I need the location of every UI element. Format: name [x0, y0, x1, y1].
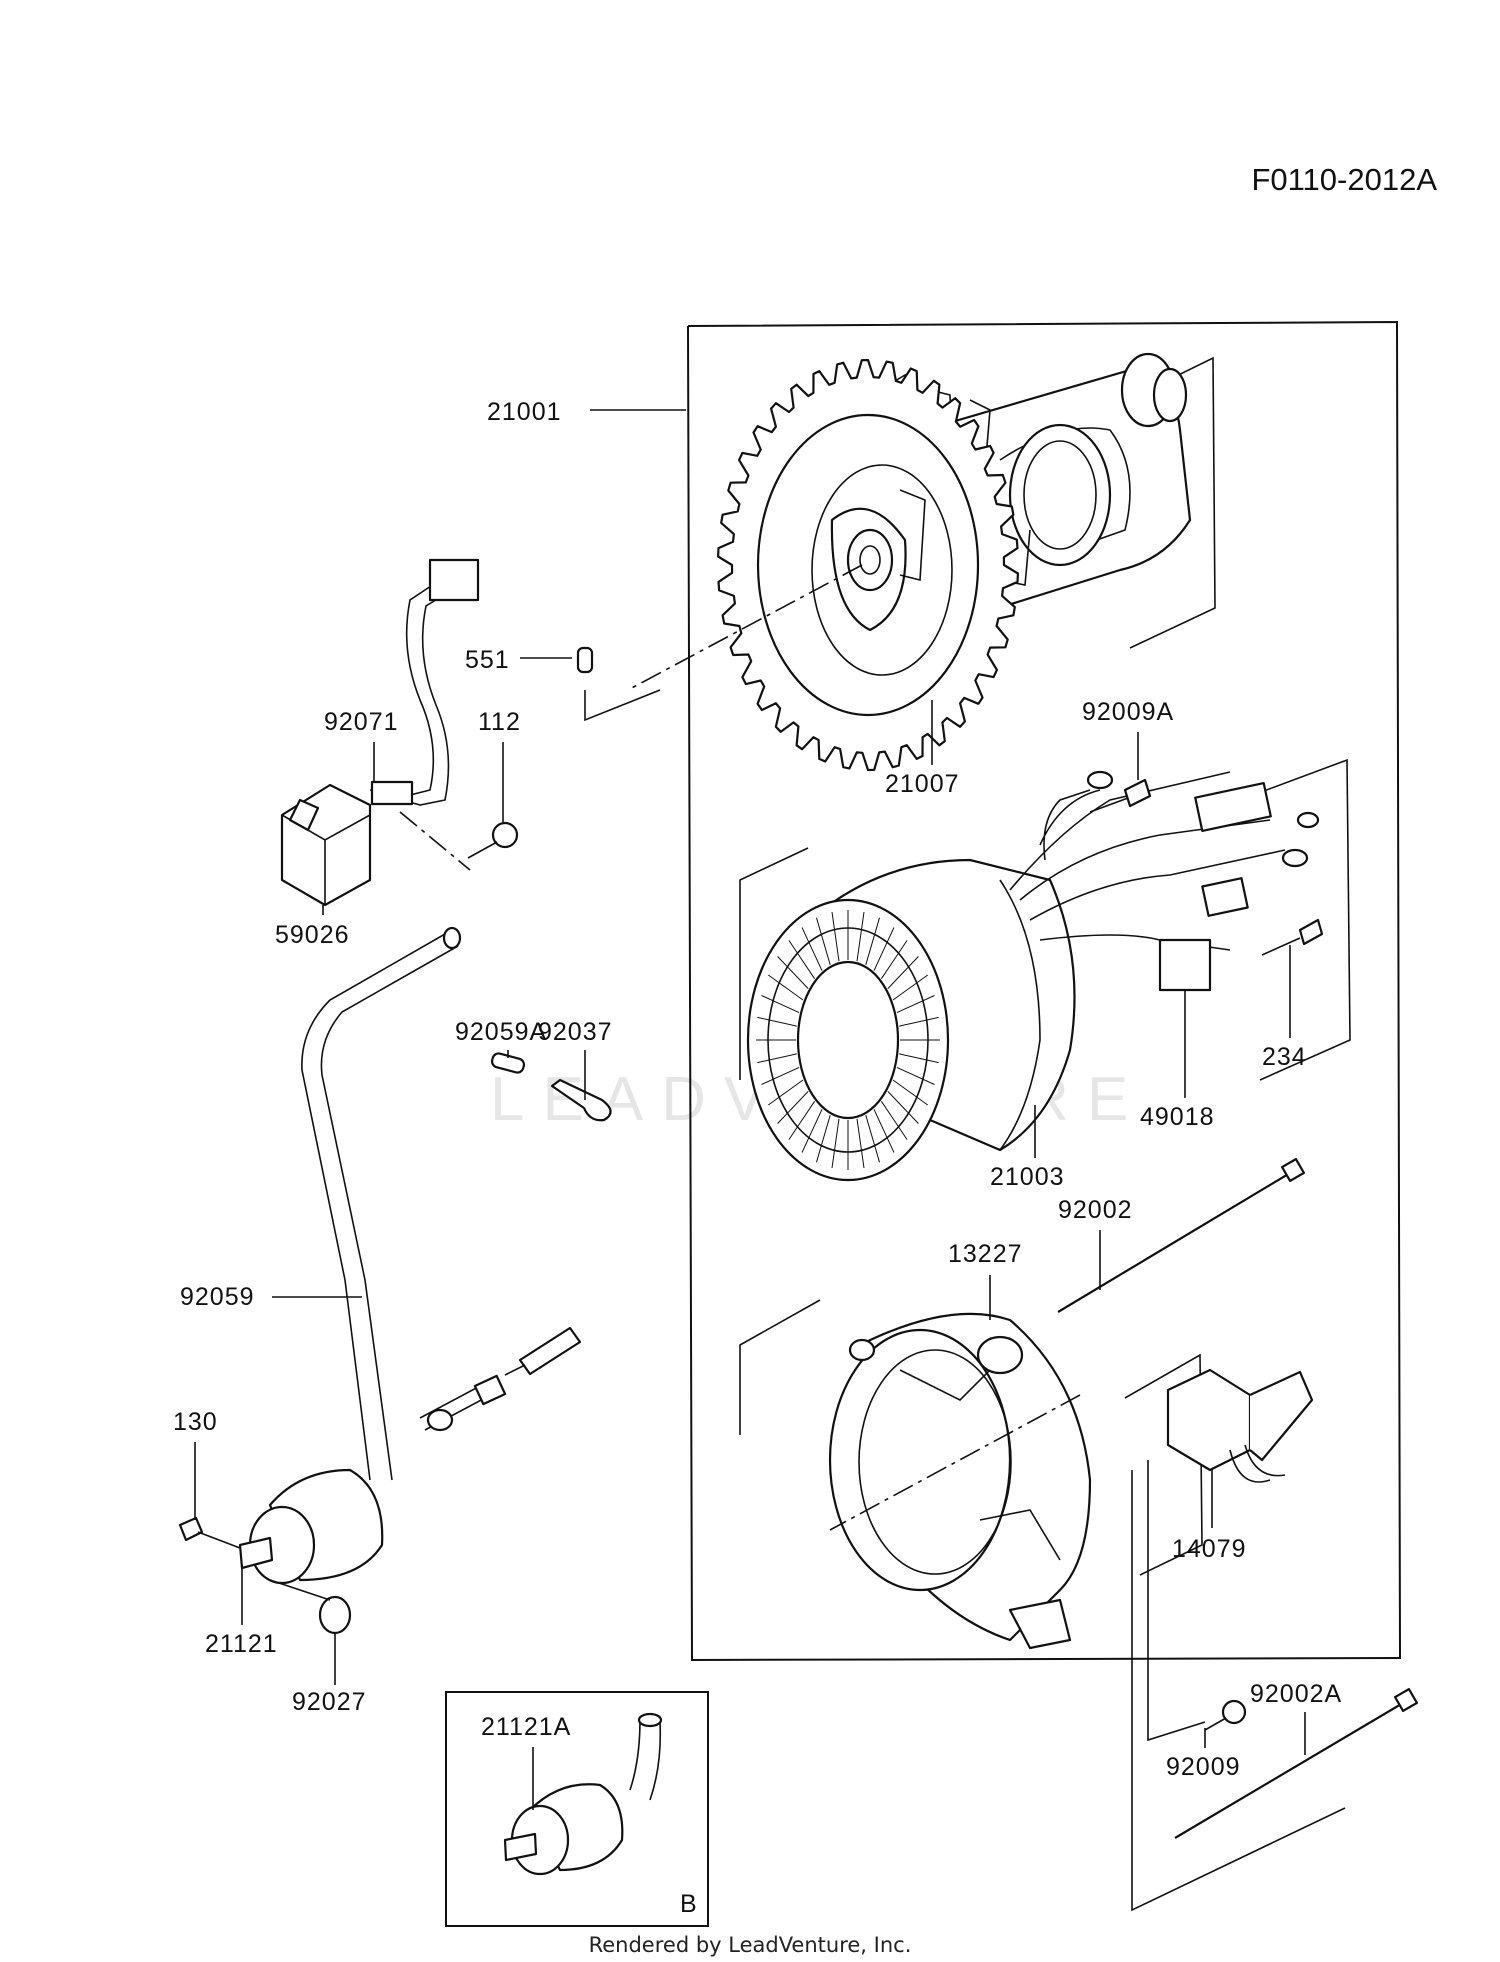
- rotor-21007-drawing: [627, 352, 1216, 772]
- stator-winding-line: [873, 927, 895, 971]
- leader-lines: [194, 409, 1306, 1810]
- regulator-59026-drawing: [280, 558, 661, 907]
- solenoid-21121-drawing: [178, 926, 612, 1635]
- stator-winding-line: [880, 940, 908, 979]
- stator-21003-drawing: [739, 758, 1351, 1182]
- diagram-code: F0110-2012A: [1251, 162, 1437, 197]
- stator-winding-line: [873, 1109, 895, 1153]
- housing-13227-drawing: [739, 1299, 1203, 1650]
- part-label-49018: 49018: [1140, 1103, 1215, 1131]
- stator-winding-line: [788, 940, 816, 979]
- stator-winding-line: [777, 956, 809, 989]
- inset-box-b: [445, 1691, 709, 1927]
- stator-winding-line: [761, 995, 800, 1014]
- part-label-21121a: 21121A: [481, 1713, 571, 1741]
- stator-winding-line: [899, 1053, 939, 1064]
- part-label-92059: 92059: [180, 1283, 255, 1311]
- part-label-92059a: 92059A: [455, 1018, 547, 1046]
- stator-winding-line: [896, 1066, 935, 1085]
- stator-winding-line: [768, 974, 804, 1001]
- part-label-92027: 92027: [292, 1688, 367, 1716]
- footer-credit: Rendered by LeadVenture, Inc.: [589, 1933, 912, 1957]
- stator-winding-line: [816, 917, 831, 965]
- part-label-59026: 59026: [275, 921, 350, 949]
- stator-winding-line: [761, 1066, 800, 1085]
- stator-winding-line: [880, 1101, 908, 1140]
- part-labels: 21001 551 21007 92071 112 59026 92009A 234 49018…: [173, 398, 1342, 1781]
- part-label-130: 130: [173, 1408, 218, 1436]
- stator-winding-line: [777, 1091, 809, 1124]
- stator-winding-line: [856, 1118, 865, 1169]
- stator-winding-line: [892, 1079, 928, 1106]
- assembly-frame: [687, 320, 1402, 1662]
- part-label-234: 234: [1262, 1043, 1307, 1071]
- part-label-92002a: 92002A: [1250, 1680, 1342, 1708]
- part-label-551: 551: [465, 646, 510, 674]
- stator-winding-line: [887, 956, 919, 989]
- part-label-92071: 92071: [324, 708, 399, 736]
- stator-winding-line: [865, 917, 880, 965]
- part-label-13227: 13227: [948, 1240, 1023, 1268]
- part-label-92002: 92002: [1058, 1196, 1133, 1224]
- part-label-14079: 14079: [1172, 1535, 1247, 1563]
- stator-winding-line: [801, 927, 823, 971]
- inset-solenoid-drawing: [503, 1712, 663, 1876]
- stator-winding-line: [816, 1115, 831, 1163]
- stator-winding-line: [831, 911, 840, 962]
- part-label-92009: 92009: [1166, 1753, 1241, 1781]
- inset-marker: B: [680, 1890, 698, 1918]
- stator-winding-line: [887, 1091, 919, 1124]
- stator-winding-line: [892, 974, 928, 1001]
- stator-winding-line: [768, 1079, 804, 1106]
- stator-winding-line: [899, 1016, 939, 1027]
- stator-winding-line: [856, 911, 865, 962]
- through-bolts-drawing: [1057, 778, 1419, 1912]
- part-label-21003: 21003: [990, 1163, 1065, 1191]
- stator-winding-line: [801, 1109, 823, 1153]
- stator-winding-line: [896, 995, 935, 1014]
- part-label-21007: 21007: [885, 770, 960, 798]
- stator-winding-line: [757, 1016, 797, 1027]
- stator-winding-line: [865, 1115, 880, 1163]
- part-label-92009a: 92009A: [1082, 698, 1174, 726]
- part-label-21001: 21001: [487, 398, 562, 426]
- stator-winding-line: [831, 1118, 840, 1169]
- part-label-21121: 21121: [205, 1630, 278, 1658]
- stator-winding-line: [788, 1101, 816, 1140]
- brush-holder-14079-drawing: [1166, 1368, 1314, 1483]
- stator-winding-line: [757, 1053, 797, 1064]
- part-label-92037: 92037: [538, 1018, 613, 1046]
- part-label-112: 112: [478, 708, 521, 736]
